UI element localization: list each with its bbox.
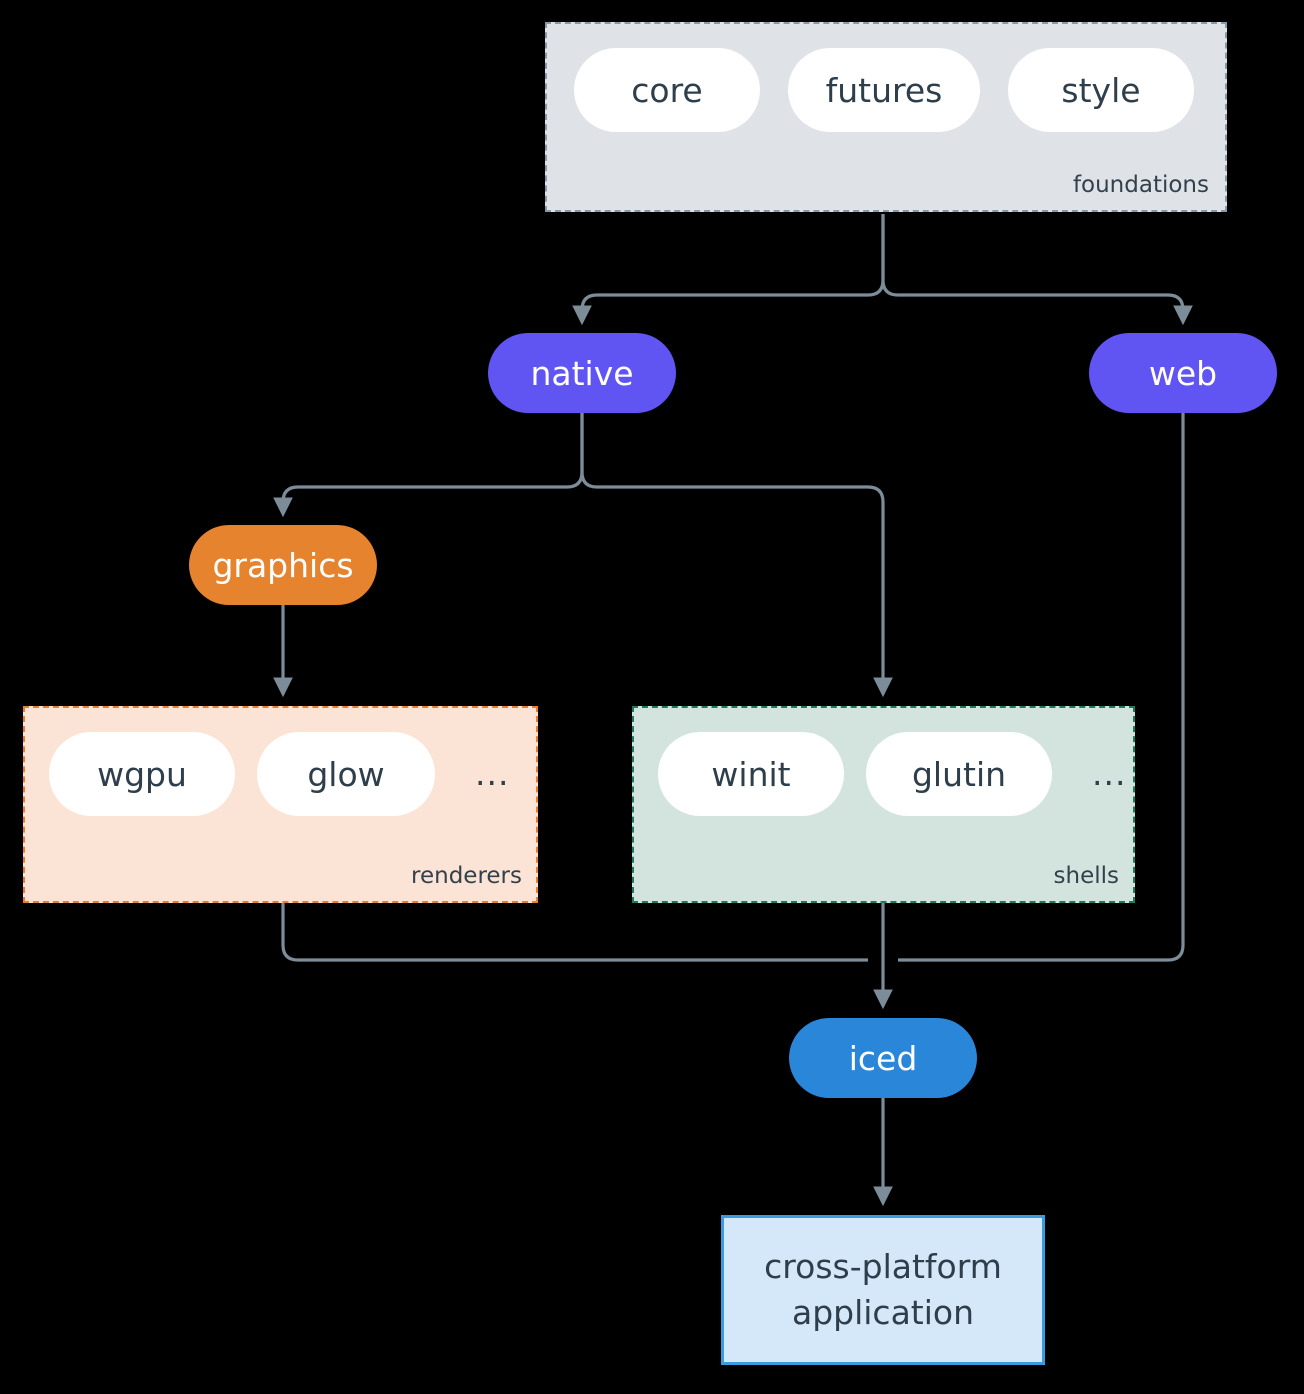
foundations-items: core futures style (574, 48, 1194, 132)
group-renderers: wgpu glow ... renderers (23, 706, 538, 903)
edge-foundations-to-web (881, 214, 1193, 326)
pill-style[interactable]: style (1008, 48, 1194, 132)
edge-native-to-shells (580, 413, 893, 698)
pill-glutin[interactable]: glutin (866, 732, 1052, 816)
node-iced[interactable]: iced (789, 1018, 977, 1098)
application-line-2: application (791, 1293, 975, 1332)
pill-futures[interactable]: futures (788, 48, 980, 132)
group-label-foundations: foundations (1072, 172, 1209, 198)
group-label-renderers: renderers (411, 863, 522, 889)
pill-glow[interactable]: glow (257, 732, 435, 816)
pill-core[interactable]: core (574, 48, 760, 132)
group-shells: winit glutin ... shells (632, 706, 1135, 903)
pill-wgpu[interactable]: wgpu (49, 732, 235, 816)
node-cross-platform-application[interactable]: cross-platform application (721, 1215, 1045, 1365)
node-web[interactable]: web (1089, 333, 1277, 413)
group-label-shells: shells (1053, 863, 1119, 889)
node-graphics[interactable]: graphics (189, 525, 377, 605)
renderers-more-ellipsis: ... (475, 754, 510, 794)
shells-items: winit glutin ... (658, 732, 1132, 816)
node-native[interactable]: native (488, 333, 676, 413)
edge-renderers-to-iced (281, 903, 868, 962)
group-foundations: core futures style foundations (545, 22, 1227, 212)
renderers-items: wgpu glow ... (49, 732, 515, 816)
shells-more-ellipsis: ... (1092, 754, 1127, 794)
edge-native-to-graphics (273, 413, 584, 518)
edge-foundations-to-native (572, 214, 885, 326)
application-line-1: cross-platform (764, 1247, 1002, 1287)
pill-winit[interactable]: winit (658, 732, 844, 816)
